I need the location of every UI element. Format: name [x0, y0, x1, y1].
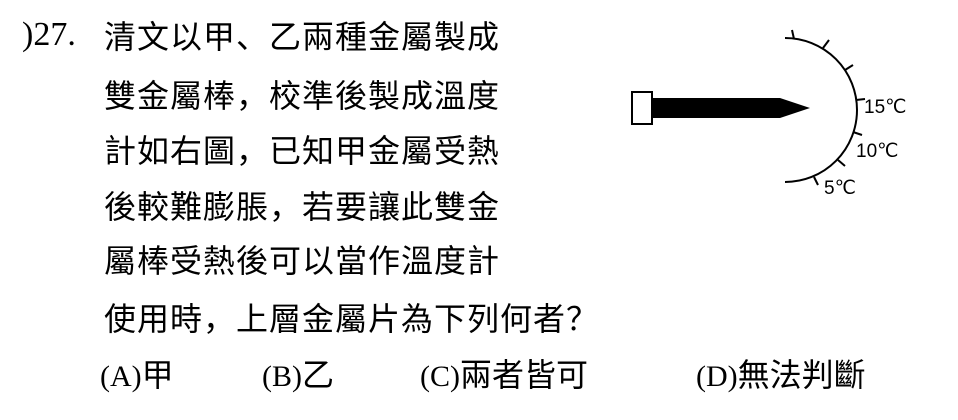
scale-tick [837, 159, 846, 167]
option-a[interactable]: (A)甲 [100, 354, 174, 398]
scale-tick [822, 39, 830, 49]
scale-label-10: 10℃ [856, 141, 898, 162]
option-b-text: 乙 [302, 356, 335, 394]
strip-base-block [631, 91, 653, 125]
question-line-2: 雙金屬棒，校準後製成溫度 [104, 77, 501, 115]
scale-label-15: 15℃ [864, 97, 906, 118]
scale-tick [844, 64, 854, 71]
option-d-label: (D) [696, 360, 738, 393]
bimetallic-strip [652, 98, 810, 118]
option-a-label: (A) [100, 360, 142, 393]
scale-tick [813, 176, 819, 186]
scale-tick [852, 131, 863, 136]
option-c-text: 兩者皆可 [460, 356, 589, 394]
question-line-6: 使用時，上層金屬片為下列何者？ [104, 300, 600, 338]
question-line-1: 清文以甲、乙兩種金屬製成 [104, 18, 501, 56]
thermometer-diagram: 15℃ 10℃ 5℃ [631, 29, 906, 199]
option-d[interactable]: (D)無法判斷 [696, 354, 866, 398]
option-c-label: (C) [420, 360, 460, 393]
question-line-4: 後較難膨脹，若要讓此雙金 [104, 188, 501, 226]
scale-label-5: 5℃ [824, 178, 856, 199]
answer-options: (A)甲 (B)乙 (C)兩者皆可 (D)無法判斷 [0, 354, 958, 404]
question-number: )27. [22, 16, 76, 53]
question-line-3: 計如右圖，已知甲金屬受熱 [104, 132, 501, 170]
option-c[interactable]: (C)兩者皆可 [420, 354, 588, 398]
option-d-text: 無法判斷 [737, 356, 866, 394]
scale-arc [784, 37, 858, 183]
scale-tick [855, 98, 866, 101]
scale-tick [791, 29, 795, 40]
option-b-label: (B) [262, 360, 302, 393]
option-a-text: 甲 [141, 356, 174, 394]
question-line-5: 屬棒受熱後可以當作溫度計 [104, 242, 501, 280]
option-b[interactable]: (B)乙 [262, 354, 334, 398]
